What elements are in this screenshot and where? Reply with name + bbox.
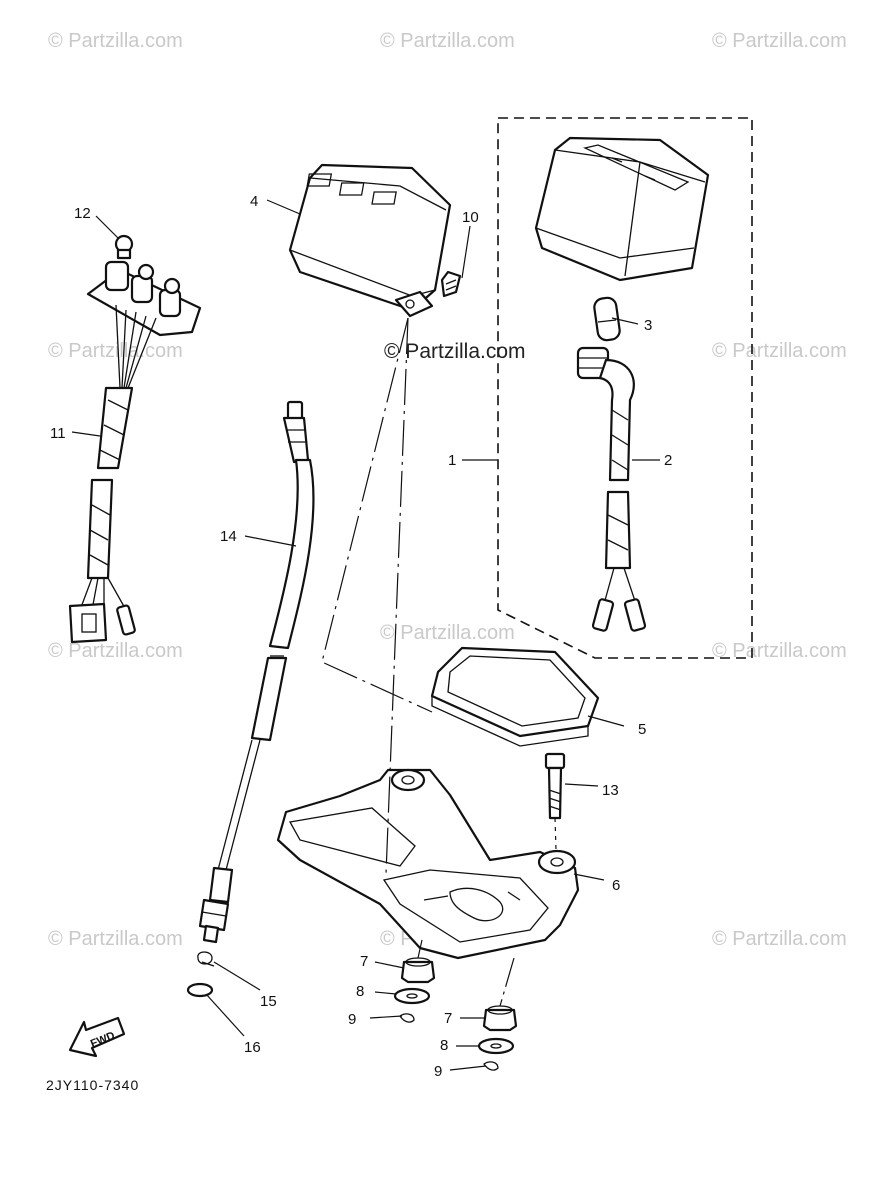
guide-line-bracket: [385, 317, 409, 875]
guide-line-grommet-right: [499, 957, 515, 1007]
watermark-bottom-right: © Partzilla.com: [712, 928, 847, 950]
callout-5: 5: [638, 721, 646, 738]
callout-4: 4: [250, 193, 258, 210]
guide-line-cover: [321, 317, 433, 713]
watermark-mid-left: © Partzilla.com: [48, 340, 183, 362]
grommet-part-7-left: [400, 957, 436, 984]
socket-cord-part-2: [576, 346, 647, 632]
fwd-arrow-icon: FWD: [68, 1016, 126, 1058]
bulb-part-3: [593, 296, 621, 342]
bulb-part-12: [114, 234, 134, 260]
washer-part-8-right: [477, 1037, 515, 1055]
callout-8-left: 8: [356, 983, 364, 1000]
washer-part-8-left: [393, 987, 431, 1005]
callout-9-left: 9: [348, 1011, 356, 1028]
callout-13: 13: [602, 782, 619, 799]
callout-1: 1: [448, 452, 456, 469]
watermark-top-left: © Partzilla.com: [48, 30, 183, 52]
callout-3: 3: [644, 317, 652, 334]
watermark-lower-left: © Partzilla.com: [48, 640, 183, 662]
callout-9-right: 9: [434, 1063, 442, 1080]
guide-line-grommet-left: [417, 939, 423, 959]
pin-part-9-right: [483, 1061, 499, 1071]
bolt-part-13: [544, 752, 566, 820]
watermark-lower-right: © Partzilla.com: [712, 640, 847, 662]
watermark-lower-center: © Partzilla.com: [380, 622, 515, 644]
callout-8-right: 8: [440, 1037, 448, 1054]
bracket-part-6: [276, 768, 580, 960]
callout-7-right: 7: [444, 1010, 452, 1027]
meter-assembly-housing: [534, 136, 710, 282]
harness-part-11: [68, 260, 202, 644]
watermark-top-center: © Partzilla.com: [380, 30, 515, 52]
callout-16: 16: [244, 1039, 261, 1056]
pin-part-9-left: [399, 1013, 415, 1023]
assembly-boundary: [497, 117, 753, 659]
diagram-code: 2JY110-7340: [46, 1077, 139, 1093]
watermark-center-main: © Partzilla.com: [384, 340, 526, 363]
guide-line-bolt: [554, 817, 557, 851]
callout-12: 12: [74, 205, 91, 222]
watermark-top-right: © Partzilla.com: [712, 30, 847, 52]
speedometer-cable-part-14: [198, 400, 315, 944]
meter-cover-part-4: [288, 163, 452, 318]
seal-part-5: [430, 646, 600, 747]
callout-10: 10: [462, 209, 479, 226]
callout-11: 11: [50, 425, 66, 442]
watermark-mid-right: © Partzilla.com: [712, 340, 847, 362]
callout-7-left: 7: [360, 953, 368, 970]
leader-lines: [71, 199, 660, 1071]
grommet-part-7-right: [482, 1005, 518, 1032]
clip-part-15: [197, 951, 215, 967]
callout-14: 14: [220, 528, 237, 545]
callout-15: 15: [260, 993, 277, 1010]
callout-6: 6: [612, 877, 620, 894]
screw-part-10: [440, 270, 462, 298]
watermark-bottom-left: © Partzilla.com: [48, 928, 183, 950]
callout-2: 2: [664, 452, 672, 469]
washer-part-16: [186, 982, 214, 998]
